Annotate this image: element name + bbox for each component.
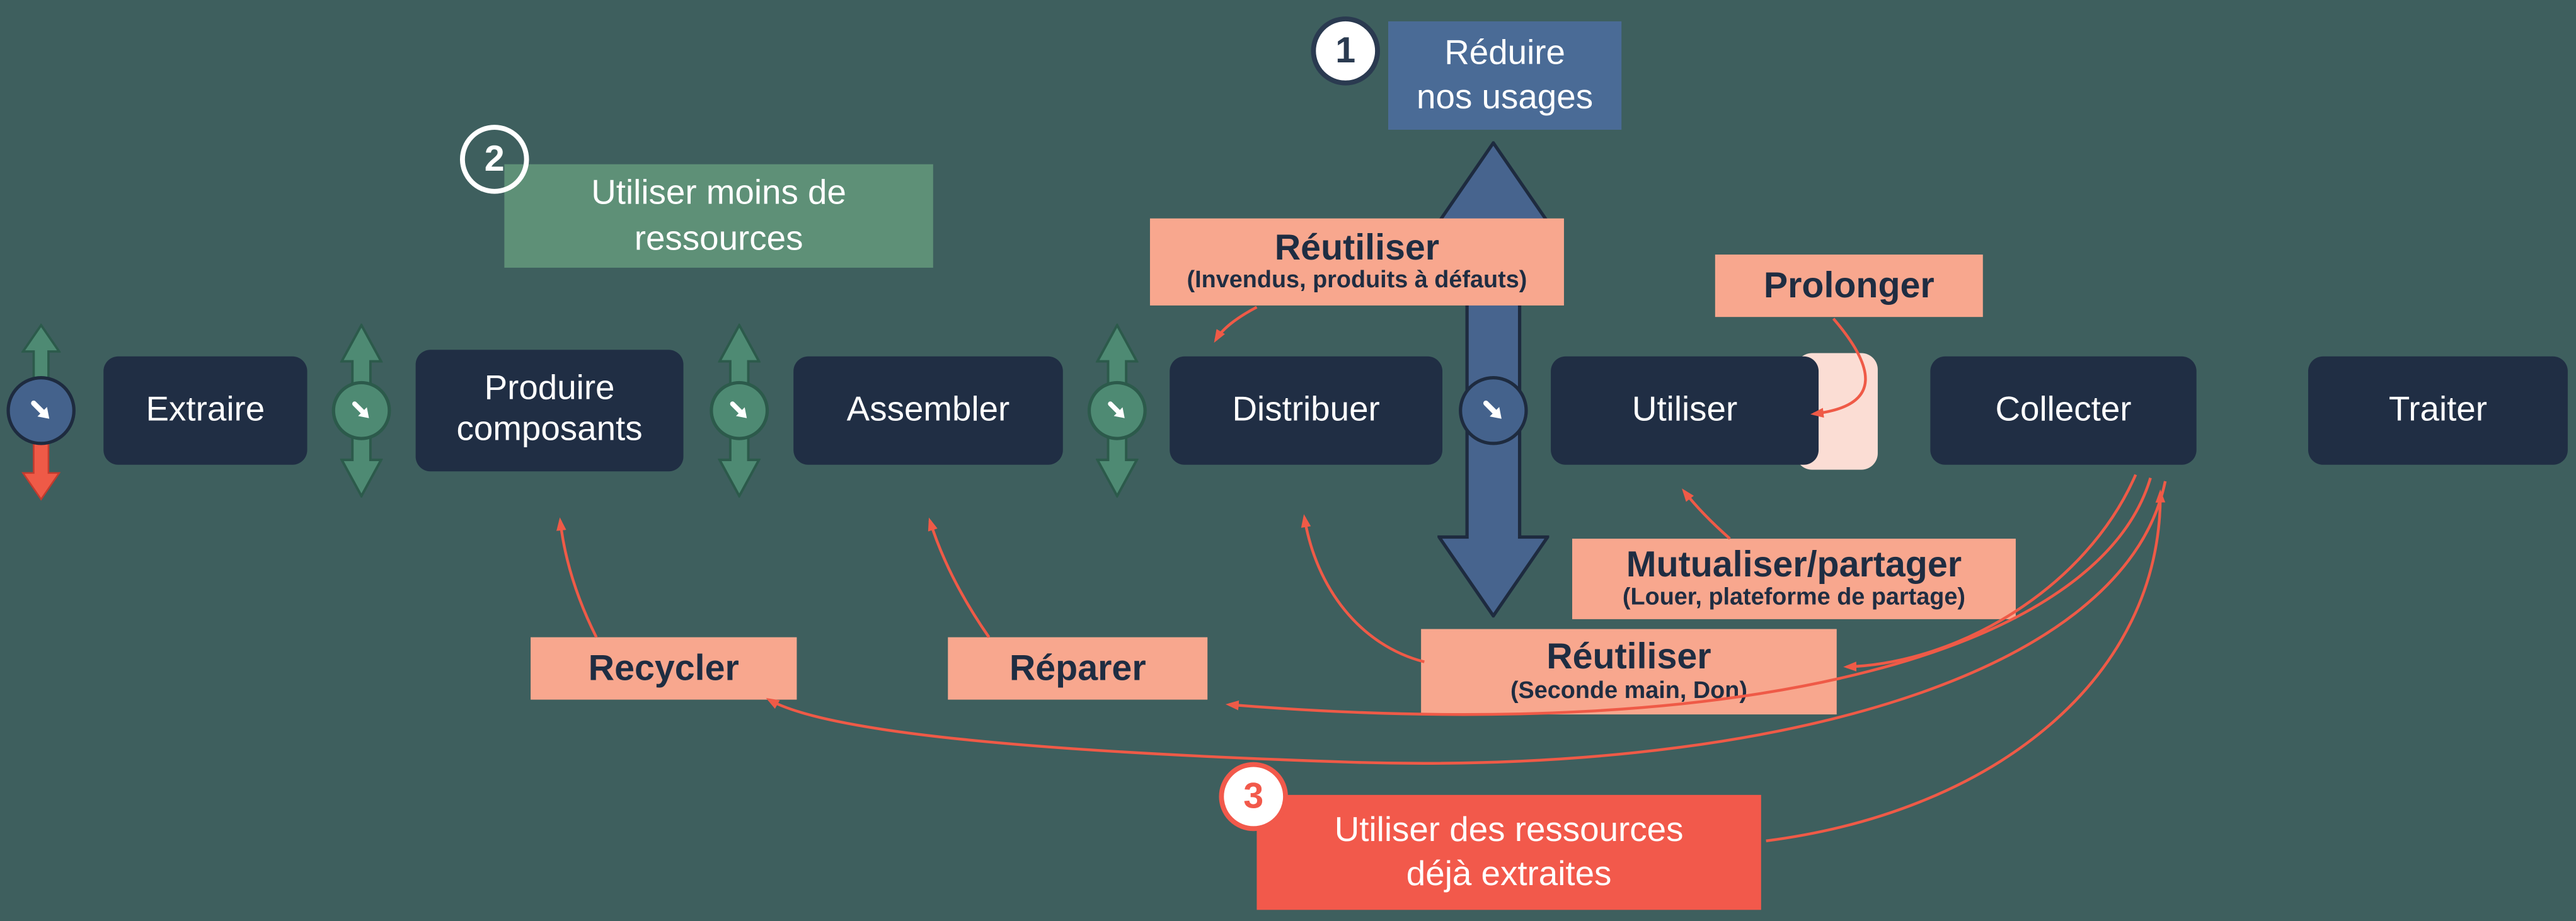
chain-box-label: Collecter bbox=[1995, 390, 2132, 428]
label-subtitle: (Invendus, produits à défauts) bbox=[1187, 268, 1527, 295]
label-mutualiser-partager: Mutualiser/partager (Louer, plateforme d… bbox=[1572, 539, 2016, 619]
arrow-reparer-to-assembler bbox=[928, 517, 991, 638]
callout-line1: Utiliser des ressources bbox=[1334, 811, 1684, 849]
label-subtitle: (Louer, plateforme de partage) bbox=[1622, 585, 1965, 612]
callout-utiliser-moins-de-ressources: Utiliser moins de ressources bbox=[504, 164, 933, 268]
leak-arrow-icon bbox=[6, 376, 76, 445]
diagonal-arrow-glyph bbox=[352, 401, 369, 418]
callout-line2: déjà extraites bbox=[1406, 855, 1612, 894]
label-title: Réutiliser bbox=[1546, 636, 1711, 678]
chain-box-extraire: Extraire bbox=[103, 356, 308, 465]
callout-number-3: 3 bbox=[1219, 762, 1288, 832]
diagonal-arrow-glyph bbox=[31, 400, 50, 419]
callout-number-2: 2 bbox=[459, 125, 529, 194]
callout-line1: Réduire bbox=[1444, 33, 1565, 72]
callout-line2: nos usages bbox=[1417, 79, 1594, 117]
callout-utiliser-ressources-deja-extraites: Utiliser des ressources déjà extraites bbox=[1256, 794, 1761, 910]
arrow-reutiliser-invendus-to-distribuer bbox=[1214, 306, 1258, 343]
leak-arrow-icon bbox=[331, 380, 391, 440]
label-reparer: Réparer bbox=[948, 637, 1208, 700]
chain-box-label-line1: Produire bbox=[484, 370, 615, 408]
label-title: Prolonger bbox=[1763, 263, 1935, 306]
callout-line2: ressources bbox=[634, 219, 803, 258]
arrow-reutiliser-seconde-to-distribuer bbox=[1301, 514, 1425, 663]
chain-box-label: Extraire bbox=[146, 390, 265, 428]
chain-box-produire-composants: Produire composants bbox=[415, 350, 684, 472]
callout-reduire-nos-usages: Réduire nos usages bbox=[1388, 21, 1622, 130]
callout-number-1: 1 bbox=[1311, 16, 1380, 86]
diagonal-arrow-glyph bbox=[1108, 401, 1125, 418]
arrow-mutualiser-to-utiliser bbox=[1682, 488, 1731, 540]
label-reutiliser-seconde-main: Réutiliser (Seconde main, Don) bbox=[1421, 629, 1837, 715]
callout-number-text: 3 bbox=[1243, 775, 1264, 816]
leak-arrow-icon bbox=[1087, 380, 1147, 440]
callout-number-text: 1 bbox=[1335, 29, 1356, 71]
chain-box-traiter: Traiter bbox=[2308, 356, 2568, 465]
diagonal-arrow-glyph bbox=[1483, 400, 1502, 419]
chain-box-label: Assembler bbox=[846, 390, 1010, 428]
callout-line1: Utiliser moins de bbox=[591, 174, 846, 212]
leak-arrow-icon bbox=[710, 380, 769, 440]
chain-box-distribuer: Distribuer bbox=[1170, 356, 1443, 465]
chain-box-label: Distribuer bbox=[1232, 390, 1380, 428]
label-reutiliser-invendus: Réutiliser (Invendus, produits à défauts… bbox=[1149, 218, 1564, 306]
chain-box-label: Traiter bbox=[2388, 390, 2488, 428]
label-subtitle: (Seconde main, Don) bbox=[1510, 678, 1747, 705]
label-prolonger: Prolonger bbox=[1715, 255, 1983, 317]
label-title: Réparer bbox=[1009, 646, 1146, 688]
chain-box-assembler: Assembler bbox=[793, 356, 1063, 465]
chain-box-label: Utiliser bbox=[1631, 390, 1738, 428]
label-title: Mutualiser/partager bbox=[1626, 543, 1962, 585]
callout-number-text: 2 bbox=[484, 137, 505, 180]
label-recycler: Recycler bbox=[531, 637, 797, 700]
label-title: Recycler bbox=[588, 646, 739, 688]
leak-arrow-icon bbox=[1459, 376, 1528, 445]
arrow-recycler-to-produire bbox=[556, 517, 598, 638]
chain-box-label-line2: composants bbox=[456, 410, 643, 449]
chain-box-collecter: Collecter bbox=[1930, 356, 2197, 465]
label-title: Réutiliser bbox=[1274, 226, 1440, 268]
chain-box-utiliser: Utiliser bbox=[1551, 356, 1819, 465]
diagonal-arrow-glyph bbox=[730, 401, 747, 418]
